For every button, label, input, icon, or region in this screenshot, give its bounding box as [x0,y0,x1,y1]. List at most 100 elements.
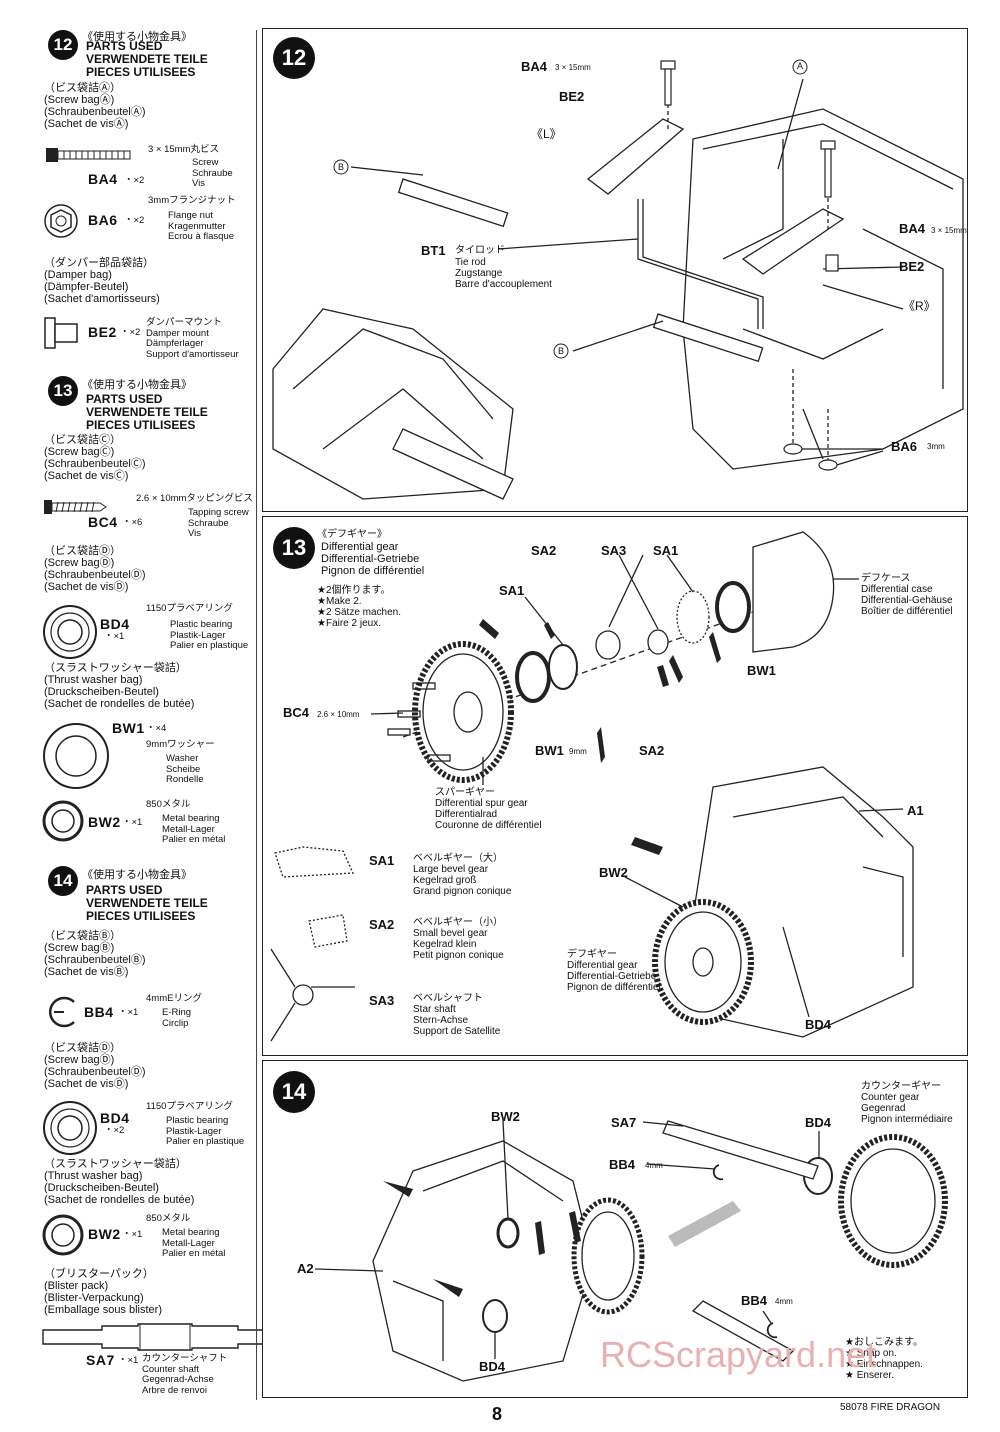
desc-line: Small bevel gear [413,928,488,939]
part-qty: ・×2 [104,1125,125,1136]
header-line: PARTS USED [86,39,163,53]
desc-line: Washer [166,753,199,764]
part-qty: ・×1 [122,817,143,828]
part-size: 850メタル [146,799,191,810]
washer-icon [43,723,109,789]
label-a2: A2 [297,1261,314,1276]
desc-line: Metall-Lager [162,1237,215,1249]
part-desc: Plastic bearing Plastik-Lager Palier en … [166,1115,244,1148]
label-be2: BE2 [899,259,925,274]
desc-line: Tie rod [455,257,486,268]
part-desc: Metal bearing Metall-Lager Palier en mét… [162,1227,225,1260]
part-code: BA4 [88,171,118,187]
step-14-badge: 14 [273,1071,315,1113]
diff-case-label: デフケース Differential case Differential-Geh… [861,573,953,617]
thrust-washer-bag: （スラストワッシャー袋詰） (Thrust washer bag) (Druck… [44,662,194,710]
step-13-panel: 13 《デフギヤー》 Differential gear Differentia… [262,516,968,1056]
part-desc: E-Ring Circlip [162,1007,191,1029]
part-size: 2.6 × 10mmタッピングビス [136,493,253,504]
diff-gear-label: デフギヤー Differential gear Differential-Get… [567,949,661,993]
parts-used-jp: 《使用する小物金具》 [82,31,192,43]
step-number: 12 [281,45,307,70]
desc-line: Damper mount [146,327,209,339]
header-line: PIECES UTILISEES [86,909,196,923]
bag-line: (Dämpfer-Beutel) [44,281,129,293]
part-size: 1150プラベアリング [146,1101,233,1112]
part-qty: ・×1 [122,1229,143,1240]
desc-line: Zugstange [455,268,503,279]
label-bw2: BW2 [599,865,628,880]
sa3-code: SA3 [369,993,395,1008]
part-desc: Screw Schraube Vis [192,157,233,190]
label-bd4: BD4 [805,1115,832,1130]
bag-line: （ブリスターパック） [44,1268,154,1280]
part-code: BD4 [100,616,130,632]
sa1-desc: ベベルギヤー（大） Large bevel gear Kegelrad groß… [413,853,511,897]
bag-line: (Screw bagⒸ) [44,446,115,458]
desc-line: Metal bearing [162,813,220,824]
part-desc: Washer Scheibe Rondelle [166,753,204,786]
bag-line: (SchraubenbeutelⒸ) [44,458,146,470]
label-sa3: SA3 [601,543,627,558]
snap-on-note: ★おしこみます。 ★ Snap on. ★ Einschnappen. ★ En… [845,1337,923,1381]
desc-line: スパーギヤー [435,787,495,798]
desc-line: Plastic bearing [170,619,233,630]
bag-line: (Screw bagⒹ) [44,1054,115,1066]
parts-used-header: PARTS USED VERWENDETE TEILE PIECES UTILI… [86,40,208,79]
step-12-badge: 12 [48,30,78,60]
bag-line: (SchraubenbeutelⒹ) [44,1066,146,1078]
label-size: 3mm [927,442,945,451]
part-code: BE2 [88,324,117,340]
part-qty: ・×1 [118,1355,139,1366]
bag-line: (Blister-Verpackung) [44,1292,144,1304]
bag-line: (SchraubenbeutelⒹ) [44,569,146,581]
label-bc4: BC4 [283,705,310,720]
note-line: ★2個作ります。 [317,585,391,596]
title-line: Differential-Getriebe [321,553,420,565]
desc-line: Plastik-Lager [166,1125,222,1137]
title-line: Pignon de différentiel [321,565,425,577]
part-qty: ・×1 [104,631,125,642]
desc-line: Grand pignon conique [413,886,512,897]
desc-line: Differential-Gehäuse [861,595,953,606]
desc-line: Metall-Lager [162,823,215,835]
part-qty: ・×2 [124,215,145,226]
bag-line: (Sachet de rondelles de butée) [44,1194,195,1206]
parts-used-header: PARTS USED VERWENDETE TEILE PIECES UTILI… [86,884,208,923]
part-code: BC4 [88,514,118,530]
bag-line: (Sachet de visⒸ) [44,470,129,482]
part-qty: ・×1 [118,1007,139,1018]
part-code: BD4 [100,1110,130,1126]
screw-bag-b: （ビス袋詰Ⓑ） (Screw bagⒷ) (SchraubenbeutelⒷ) … [44,930,146,978]
label-bb4: BB4 [741,1293,768,1308]
bag-line: (Damper bag) [44,269,112,281]
label-bb4: BB4 [609,1157,636,1172]
sa1-code: SA1 [369,853,395,868]
part-size: 3mmフランジナット [148,195,236,206]
desc-line: Couronne de différentiel [435,820,542,831]
header-line: VERWENDETE TEILE [86,896,208,910]
desc-line: Pignon intermédiaire [861,1114,953,1125]
label-size: 2.6 × 10mm [317,710,360,719]
bag-line: (Thrust washer bag) [44,674,143,686]
bag-line: (Thrust washer bag) [44,1170,143,1182]
label-size: 4mm [645,1161,663,1170]
bag-line: (Druckscheiben-Beutel) [44,1182,159,1194]
bag-line: (Sachet de visⒹ) [44,1078,129,1090]
desc-line: Dämpferlager [146,338,204,349]
note-line: ★ Snap on. [845,1348,897,1359]
part-desc: Plastic bearing Plastik-Lager Palier en … [170,619,248,652]
desc-line: カウンターギヤー [861,1081,941,1092]
label-ba4: BA4 [899,221,926,236]
note-line: ★ Einschnappen. [845,1359,923,1370]
thrust-washer-bag: （スラストワッシャー袋詰） (Thrust washer bag) (Druck… [44,1158,194,1206]
page-number: 8 [492,1404,503,1424]
step-number: 14 [53,871,73,890]
flange-nut-icon [44,204,78,238]
screw-bag-a: （ビス袋詰Ⓐ） (Screw bagⒶ) (SchraubenbeutelⒶ) … [44,82,146,130]
bag-line: （スラストワッシャー袋詰） [44,662,187,674]
step-title: Differential gear Differential-Getriebe … [321,541,424,577]
desc-line: Flange nut [168,210,213,221]
step-14-badge: 14 [48,866,78,896]
label-bd4: BD4 [805,1017,832,1032]
